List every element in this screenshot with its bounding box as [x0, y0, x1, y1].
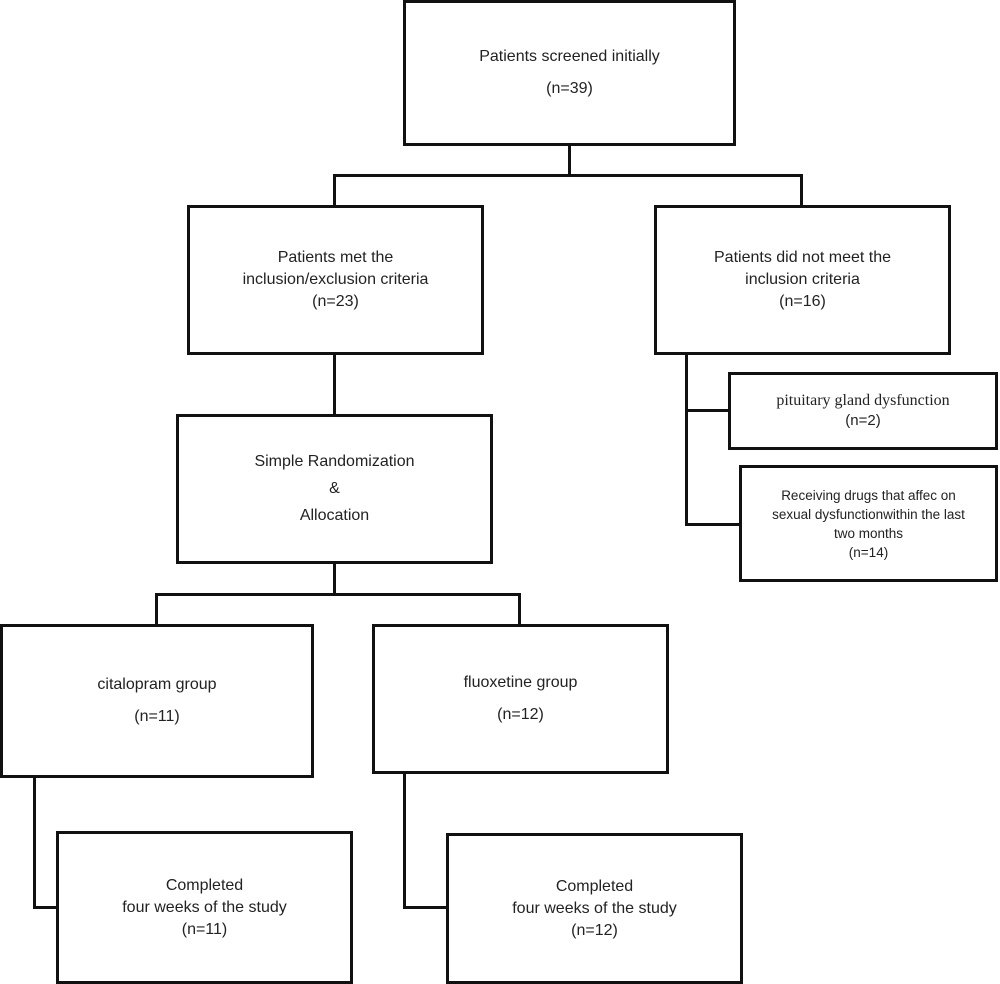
met-count: (n=23): [312, 293, 359, 310]
randomization-line-2: &: [329, 480, 340, 497]
connector: [685, 409, 730, 412]
connector: [33, 906, 58, 909]
connector: [568, 144, 571, 176]
completed-fluoxetine-box: Completed four weeks of the study (n=12): [446, 833, 743, 984]
not-met-criteria-box: Patients did not meet the inclusion crit…: [654, 205, 951, 355]
not-met-line-1: Patients did not meet the: [714, 249, 891, 266]
connector: [800, 174, 803, 208]
fluoxetine-count: (n=12): [497, 706, 544, 723]
randomization-box: Simple Randomization & Allocation: [176, 414, 493, 564]
completed-fluoxetine-count: (n=12): [571, 921, 618, 939]
connector: [155, 593, 158, 626]
pituitary-box: pituitary gland dysfunction (n=2): [728, 372, 998, 450]
completed-fluoxetine-line-2: four weeks of the study: [512, 899, 677, 917]
completed-citalopram-box: Completed four weeks of the study (n=11): [56, 831, 353, 984]
citalopram-title: citalopram group: [97, 676, 217, 693]
connector: [333, 353, 336, 416]
completed-citalopram-line-1: Completed: [165, 876, 244, 894]
connector: [685, 353, 688, 526]
citalopram-box: citalopram group (n=11): [0, 624, 314, 778]
screened-title: Patients screened initially: [479, 48, 660, 65]
connector: [685, 523, 742, 526]
screened-count: (n=39): [546, 80, 593, 97]
pituitary-title: pituitary gland dysfunction: [776, 392, 950, 409]
met-line-2: inclusion/exclusion criteria: [242, 271, 429, 288]
drugs-line-2: sexual dysfunctionwithin the last: [772, 506, 965, 522]
connector: [333, 174, 336, 208]
not-met-line-2: inclusion criteria: [745, 271, 860, 288]
connector: [403, 772, 406, 909]
randomization-line-3: Allocation: [299, 507, 370, 524]
connector: [518, 593, 521, 626]
connector: [403, 906, 448, 909]
fluoxetine-box: fluoxetine group (n=12): [372, 624, 669, 774]
drugs-line-1: Receiving drugs that affec on: [781, 487, 956, 503]
completed-fluoxetine-line-1: Completed: [555, 877, 634, 895]
drugs-count: (n=14): [848, 544, 889, 560]
citalopram-count: (n=11): [134, 708, 180, 725]
met-line-1: Patients met the: [277, 249, 394, 266]
met-criteria-box: Patients met the inclusion/exclusion cri…: [187, 205, 484, 355]
connector: [33, 777, 36, 909]
fluoxetine-title: fluoxetine group: [463, 674, 578, 691]
connector: [155, 593, 521, 596]
completed-citalopram-count: (n=11): [181, 920, 228, 938]
pituitary-count: (n=2): [845, 412, 881, 429]
connector: [333, 562, 336, 595]
completed-citalopram-line-2: four weeks of the study: [122, 898, 287, 916]
screened-box: Patients screened initially (n=39): [403, 0, 736, 146]
connector: [333, 174, 803, 177]
drugs-line-3: two months: [833, 525, 904, 541]
randomization-line-1: Simple Randomization: [254, 453, 415, 470]
not-met-count: (n=16): [779, 293, 826, 310]
drugs-box: Receiving drugs that affec on sexual dys…: [739, 465, 998, 582]
